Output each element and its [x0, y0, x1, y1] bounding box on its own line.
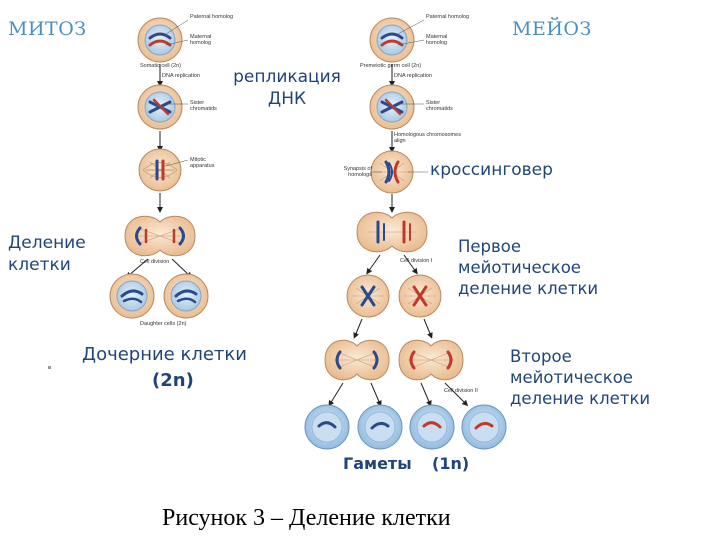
label-sister-chromatids: Sister chromatids: [426, 100, 453, 112]
label-maternal-homolog: Maternal homolog: [190, 34, 212, 46]
label-gametes: Гаметы: [343, 454, 412, 473]
label-paternal-homolog: Paternal homolog: [426, 14, 470, 20]
label-daughter-cells-ru: Дочерние клетки: [82, 344, 247, 365]
figure-caption: Рисунок 3 – Деление клетки: [162, 505, 451, 531]
mitosis-daughter-cell-right: [163, 273, 209, 319]
gamete-cell-4: [461, 404, 507, 450]
label-sister-chromatids: Sister chromatids: [190, 100, 217, 112]
meiosis-title: МЕЙОЗ: [512, 18, 592, 40]
label-daughter-cells: Daughter cells (2n): [140, 321, 187, 327]
label-second-meiotic-division: Второе мейотическое деление клетки: [510, 347, 651, 408]
label-1n: (1n): [432, 454, 470, 473]
label-replication: репликация ДНК: [233, 67, 341, 109]
label-cell-division-ru: Деление клетки: [8, 233, 86, 275]
mitosis-leader-lines: [165, 19, 189, 167]
label-2n: (2n): [152, 370, 194, 391]
mitosis-daughter-cell-left: [109, 273, 155, 319]
meiosis-division1-cell: [356, 211, 428, 253]
mitosis-somatic-cell: [137, 17, 183, 63]
meiosis-secondary-cell-left: [346, 274, 390, 318]
meiosis-column: [304, 17, 507, 450]
label-first-meiotic-division: Первое мейотическое деление клетки: [458, 237, 599, 298]
label-cell-division: Cell division: [140, 259, 170, 265]
meiosis-replicated-cell: [369, 84, 415, 130]
stray-dot: [48, 366, 51, 369]
mitosis-title: МИТОЗ: [8, 18, 87, 40]
gamete-cell-2: [357, 404, 403, 450]
label-somatic-cell: Somatic cell (2n): [140, 63, 181, 69]
label-mitotic-apparatus: Mitotic apparatus: [190, 157, 215, 169]
mitosis-replicated-cell: [137, 84, 183, 130]
mitosis-column: [109, 17, 209, 319]
label-dna-replication: DNA replication: [394, 73, 432, 79]
meiosis-division2-cell-left: [324, 339, 390, 381]
meiosis-germ-cell: [369, 17, 415, 63]
label-maternal-homolog: Maternal homolog: [426, 34, 448, 46]
mitosis-dividing-cell: [124, 215, 196, 257]
label-cell-division-1: Cell division I: [400, 258, 433, 264]
label-crossingover: кроссинговер: [430, 160, 553, 180]
label-cell-division-2: Cell division II: [444, 388, 478, 394]
meiosis-secondary-cell-right: [398, 274, 442, 318]
label-dna-replication: DNA replication: [162, 73, 200, 79]
meiosis-leader-lines: [370, 19, 428, 173]
gamete-cell-3: [409, 404, 455, 450]
label-homologous-align: Homologous chromosomes align: [394, 132, 461, 144]
label-synapsis: Synapsis of homologs: [343, 166, 372, 178]
meiosis-division2-cell-right: [398, 339, 464, 381]
label-paternal-homolog: Paternal homolog: [190, 14, 234, 20]
mitosis-apparatus-cell: [138, 148, 182, 192]
label-premeiotic-germ-cell: Premeiotic germ cell (2n): [360, 63, 422, 69]
gamete-cell-1: [304, 404, 350, 450]
meiosis-synapsis-cell: [370, 150, 414, 194]
